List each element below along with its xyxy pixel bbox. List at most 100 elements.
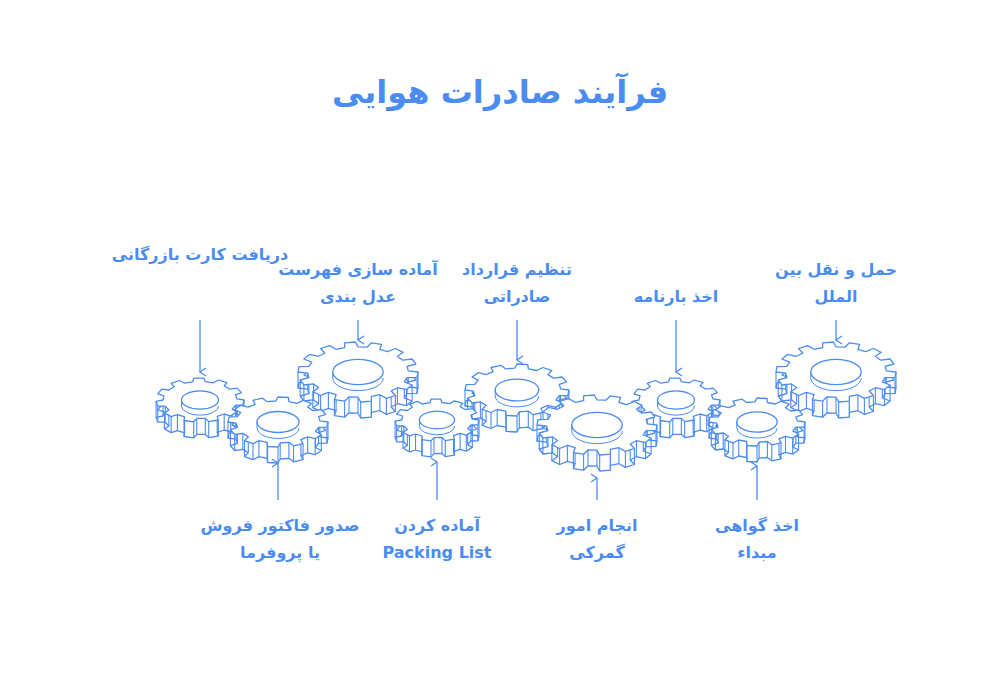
leader-line [436,462,437,500]
gear-edge [636,441,637,457]
gear-hole [737,412,777,432]
gear-edge [454,439,455,455]
gear-edge [669,422,670,438]
gear-edge [610,454,611,470]
gear-hole-depth [572,425,622,444]
gear-edge [445,441,446,457]
gear [298,342,418,418]
gear-edge [634,449,635,465]
gear-edge [822,401,823,417]
gear-edge [651,438,652,454]
gear [776,342,896,418]
gear-hole-depth [333,372,383,391]
step-label: آماده کردن Packing List [367,512,507,566]
gear-edge [482,409,483,425]
step-label: اخذ بارنامه [596,283,756,310]
gear-edge [409,436,410,452]
gear-edge [230,430,231,446]
gear-edge [890,385,891,401]
gear-edge [277,447,278,463]
step-label: حمل و نقل بین الملل [761,256,911,310]
gear-edge [573,453,574,469]
gear-edge [193,422,194,438]
gear-edge [519,412,520,428]
step-label: اخذ گواهی مبداء [697,512,817,566]
gear-edge [778,380,779,396]
gear-edge [288,442,289,458]
gear-edge [645,443,646,459]
gear-edge [344,401,345,417]
gear-edge [672,418,673,434]
gear-edge [403,426,404,442]
leader-line [277,463,278,500]
gear-edge [694,420,695,436]
gear-edge [406,390,407,406]
gear-edge [756,446,757,462]
gear-edge [224,414,225,430]
step-label: دریافت کارت بازرگانی [90,241,310,268]
gear-edge [280,443,281,459]
gear-edge [767,442,768,458]
leader-line [199,320,200,372]
gear-hole-depth [737,422,777,438]
gear-edge [655,430,656,446]
gear-edge [205,418,206,434]
step-label: صدور فاکتور فروش یا پروفرما [200,512,360,566]
gear-edge [875,388,876,404]
gear-edge [857,395,858,411]
gear-edge [873,396,874,412]
gear-hole [333,359,383,384]
gear-edge [371,401,372,417]
gear-edge [430,441,431,457]
gear-edge [618,448,619,464]
gear-edge [208,422,209,438]
gear-edge [244,441,245,457]
gear-hole-depth [658,400,695,415]
gear-hole [811,359,861,384]
gear-edge [396,426,397,442]
gear-edge [536,425,537,441]
gear-face [298,342,418,402]
gear-edge [812,400,813,416]
gear-hole [658,391,695,409]
gear-edge [723,433,724,449]
gear-edge [792,438,793,454]
gear-edge [466,435,467,451]
gear-edge [386,398,387,414]
gear-edge [303,385,304,401]
gear-edge [596,450,597,466]
diagram-title: فرآیند صادرات هوایی [332,72,668,112]
gear-edge [315,439,316,455]
gear-edge [806,392,807,408]
leader-line [835,320,836,340]
gear-edge [297,372,298,388]
gear-edge [715,434,716,450]
gear-edge [738,440,739,456]
leader-line [516,320,517,360]
gear-edge [433,438,434,454]
gear-edge [171,417,172,433]
gear-hole [257,412,299,433]
gear [395,399,479,457]
gear-edge [533,415,534,431]
leader-line [357,320,358,340]
leader-line [596,478,597,500]
gear-edge [177,415,178,431]
gear-edge [835,397,836,413]
gear-edge [242,433,243,449]
gear-face [228,397,328,447]
gear-hole [182,391,219,409]
gear-edge [480,402,481,418]
gear-hole-depth [495,390,539,407]
gear-edge [884,390,885,406]
gear-edge [196,418,197,434]
gear-face [776,342,896,402]
gear-edge [379,395,380,411]
gear-edge [334,400,335,416]
gear-hole [572,412,622,437]
gear-edge [711,429,712,445]
gear-edge [542,438,543,454]
gear-edge [252,444,253,460]
gear-edge [599,455,600,471]
gear-hole [495,379,539,401]
